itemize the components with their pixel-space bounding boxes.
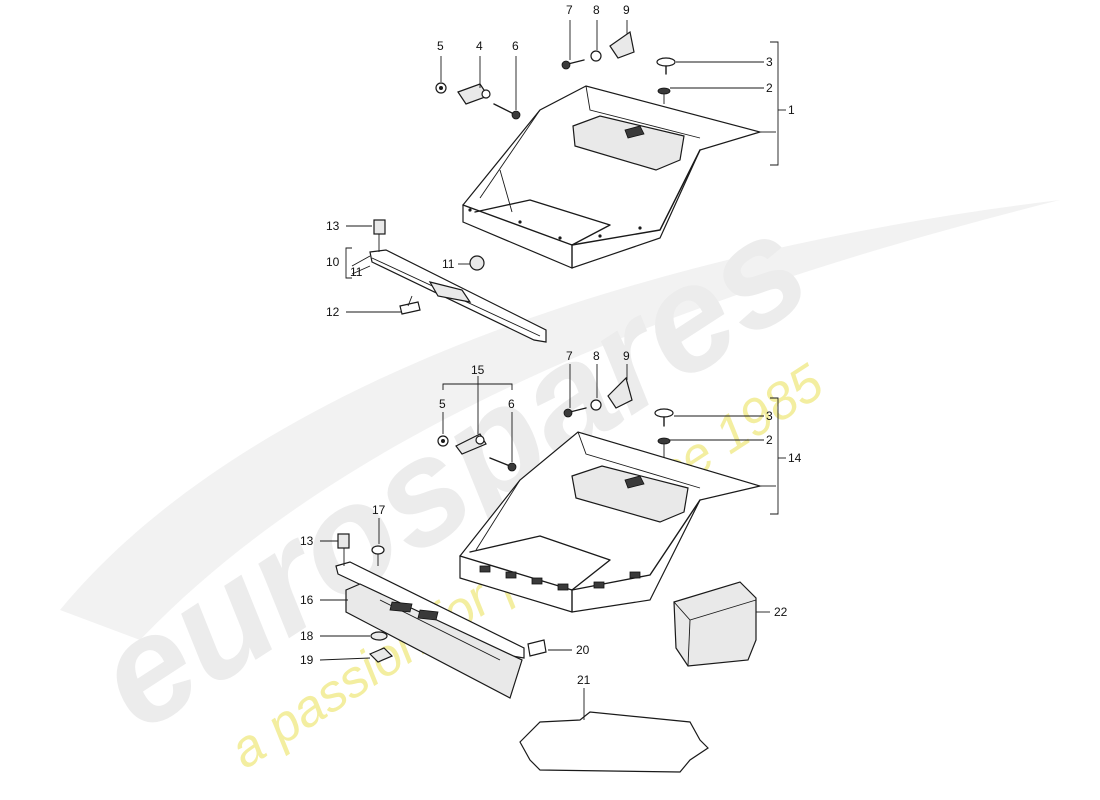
callout-8-bottom: 8 (593, 349, 600, 363)
callout-9-top: 9 (623, 3, 630, 17)
washer-8-top (590, 50, 602, 62)
clip-9-bottom (607, 376, 633, 409)
bracket-20 (527, 639, 547, 657)
bottom-trunk-liner (459, 431, 763, 613)
button-3-top (656, 57, 676, 67)
callout-labels: 5 4 6 7 8 9 3 2 1 13 10 11 11 12 15 5 6 … (300, 3, 802, 687)
bottom-hardware (437, 376, 674, 472)
callout-3-top: 3 (766, 55, 773, 69)
grommet-2-top (657, 87, 671, 95)
callout-14: 14 (788, 451, 802, 465)
callout-7-top: 7 (566, 3, 573, 17)
pouch-22 (673, 581, 757, 667)
top-trunk-liner (462, 85, 763, 269)
screw-7-bottom (569, 407, 587, 413)
callout-16: 16 (300, 593, 314, 607)
callout-8-top: 8 (593, 3, 600, 17)
screw-6-bottom (489, 457, 511, 467)
bracket-12 (399, 301, 421, 315)
callout-4-top: 4 (476, 39, 483, 53)
callout-12: 12 (326, 305, 340, 319)
callout-2-top: 2 (766, 81, 773, 95)
callout-9-bottom: 9 (623, 349, 630, 363)
callout-13-bottom: 13 (300, 534, 314, 548)
callout-19: 19 (300, 653, 314, 667)
watermark-swoosh (60, 200, 1060, 640)
callout-10: 10 (326, 255, 340, 269)
clip-9-top (609, 30, 635, 59)
callout-18: 18 (300, 629, 314, 643)
crossmember-10 (369, 219, 547, 343)
callout-6-top: 6 (512, 39, 519, 53)
grommet-2-bottom (657, 437, 671, 445)
callout-11-bracket: 11 (350, 265, 363, 279)
callout-17: 17 (372, 503, 386, 517)
clip-19 (368, 647, 394, 663)
callout-5-top: 5 (437, 39, 444, 53)
washer-18 (370, 631, 388, 641)
washer-8-bottom (590, 399, 602, 411)
button-3-bottom (654, 408, 674, 418)
callout-21: 21 (577, 673, 591, 687)
screw-7-top (567, 59, 585, 65)
crossmember-16 (335, 533, 547, 699)
callout-13-top: 13 (326, 219, 340, 233)
callout-11: 11 (442, 257, 455, 271)
callout-22: 22 (774, 605, 788, 619)
nut-11 (469, 255, 485, 271)
fastener-17 (371, 545, 385, 555)
callout-6-bottom: 6 (508, 397, 515, 411)
floor-mat-21 (519, 711, 709, 773)
callout-15: 15 (471, 363, 485, 377)
screw-6-top (493, 103, 515, 115)
callout-1: 1 (788, 103, 795, 117)
top-hardware (435, 30, 676, 120)
callout-5-bottom: 5 (439, 397, 446, 411)
callout-7-bottom: 7 (566, 349, 573, 363)
callout-3-bottom: 3 (766, 409, 773, 423)
callout-2-bottom: 2 (766, 433, 773, 447)
callout-20: 20 (576, 643, 590, 657)
leader-lines (319, 20, 786, 720)
